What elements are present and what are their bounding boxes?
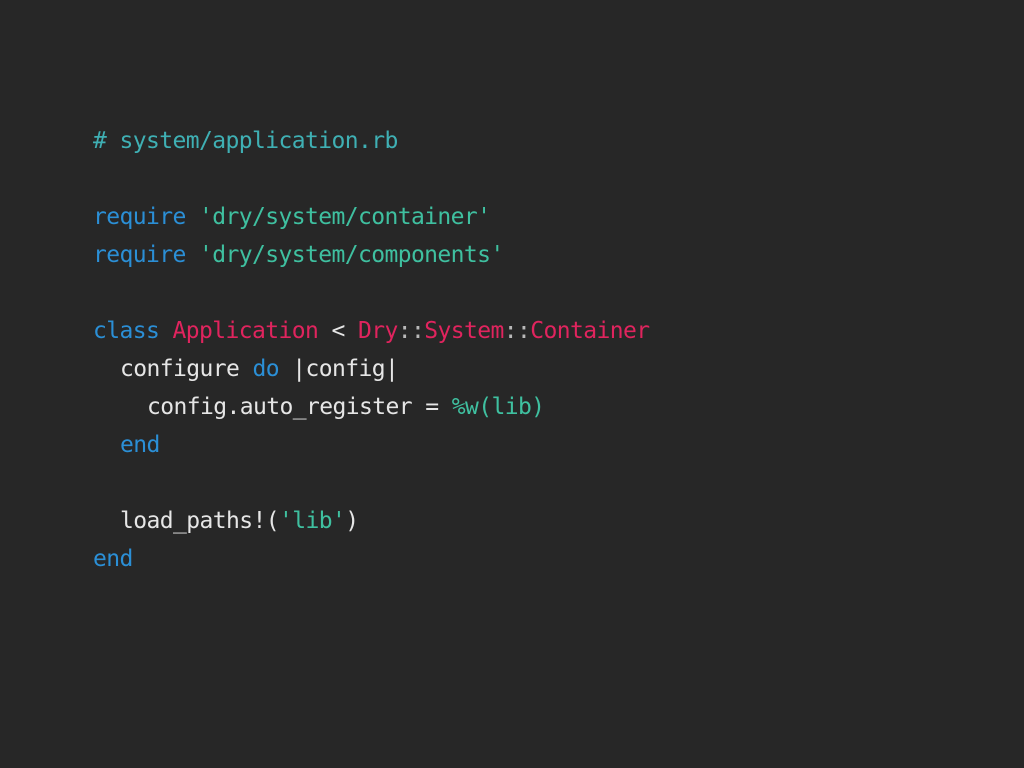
code-class-definition: class Application < Dry::System::Contain… <box>93 312 650 350</box>
code-block: # system/application.rb require 'dry/syst… <box>93 122 650 578</box>
keyword-require: require <box>93 242 186 268</box>
code-comment-filename: # system/application.rb <box>93 128 398 154</box>
code-blank-line <box>93 160 649 198</box>
keyword-require: require <box>93 204 186 230</box>
block-param: |config| <box>292 356 399 382</box>
code-load-paths: load_paths!('lib') <box>93 502 649 540</box>
word-array-literal: %w(lib) <box>451 394 545 420</box>
code-require-container: require 'dry/system/container' <box>93 198 649 236</box>
inherit-operator: < <box>331 318 345 344</box>
class-name: Application <box>172 318 319 344</box>
string-lib: 'lib' <box>278 508 346 534</box>
code-configure-block: configure do |config| <box>93 350 649 388</box>
namespace-container: Container <box>530 318 650 344</box>
namespace-dry: Dry <box>357 318 398 344</box>
keyword-do: do <box>252 356 279 382</box>
method-load-paths: load_paths!( <box>120 508 280 534</box>
code-end-configure: end <box>93 426 649 464</box>
code-auto-register: config.auto_register = %w(lib) <box>93 388 649 426</box>
method-configure: configure <box>120 356 240 382</box>
keyword-end: end <box>120 432 160 458</box>
code-blank-line <box>93 464 649 502</box>
scope-separator: :: <box>397 318 425 344</box>
close-paren: ) <box>345 508 359 534</box>
keyword-end: end <box>93 546 133 572</box>
keyword-class: class <box>93 318 160 344</box>
code-blank-line <box>93 274 649 312</box>
string-require-path: 'dry/system/container' <box>198 204 491 230</box>
auto-register-assignment: config.auto_register = <box>147 394 439 420</box>
code-end-class: end <box>93 540 649 578</box>
code-require-components: require 'dry/system/components' <box>93 236 649 274</box>
string-require-path: 'dry/system/components' <box>198 242 504 268</box>
namespace-system: System <box>424 318 504 344</box>
scope-separator: :: <box>503 318 531 344</box>
